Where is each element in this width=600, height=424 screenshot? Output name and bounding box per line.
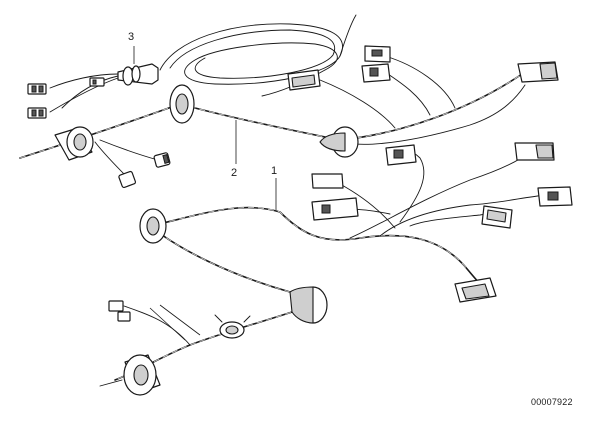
harness-2-small-plug-a — [118, 170, 137, 189]
harness-2-branch-1 — [319, 79, 396, 129]
harness-1-connector-mid-block — [311, 197, 359, 221]
callout-item-1: 1 — [271, 165, 278, 177]
harness-1-grommet-left — [139, 208, 167, 244]
harness-2-branch-5 — [94, 141, 129, 179]
harness-1-connector-mid-left — [311, 173, 344, 189]
harness-2-connector-3 — [364, 45, 391, 63]
harness-1-main-cable — [149, 206, 491, 293]
harness-1-connector-right-b — [481, 205, 513, 229]
harness-1-small-plug — [108, 300, 191, 346]
harness-1-grommet-right — [289, 286, 328, 324]
coiled-cable — [159, 23, 343, 85]
plug-connector-b — [27, 107, 47, 119]
plug-connector-c — [89, 77, 105, 87]
callout-item-2: 2 — [231, 167, 238, 179]
harness-1-connector-right-a — [537, 186, 573, 207]
harness-2-sensor-cylinder — [54, 126, 94, 161]
harness-2-group — [19, 45, 559, 189]
harness-2-branch-2 — [384, 71, 431, 116]
harness-3-boot-ring-2 — [131, 65, 141, 83]
harness-1-connector-top-left — [385, 144, 417, 166]
harness-2-connector-2 — [361, 63, 391, 83]
harness-3-boot-ring — [122, 66, 134, 86]
harness-1-branch-b — [379, 194, 546, 237]
harness-3-branch-c — [61, 75, 119, 109]
harness-2-branch-6 — [99, 139, 159, 161]
harness-2-connector-1 — [287, 69, 321, 91]
harness-2-branch-3 — [384, 55, 456, 109]
harness-2-small-plug-b — [153, 152, 171, 168]
harness-1-mid-clip — [214, 314, 251, 339]
harness-1-sensor-cylinder — [99, 354, 161, 396]
leader-line-harness-1-fan — [149, 304, 201, 341]
harness-3-branch-a — [49, 73, 119, 89]
harness-3-group — [27, 14, 357, 119]
harness-1-connector-bottom — [454, 277, 497, 303]
harness-3-branch-b — [49, 77, 119, 113]
plug-connector-a — [27, 83, 47, 95]
harness-2-connector-4 — [517, 61, 559, 83]
harness-2-grommet-right — [319, 126, 359, 158]
harness-1-group — [99, 142, 573, 396]
diagram-reference-number: 00007922 — [531, 397, 573, 407]
harness-1-connector-top-right — [514, 142, 555, 161]
coiled-cable-inner — [169, 29, 335, 79]
harness-2-grommet-left — [169, 84, 195, 124]
harness-1-branch-a — [349, 151, 531, 239]
callout-item-3: 3 — [128, 31, 135, 43]
